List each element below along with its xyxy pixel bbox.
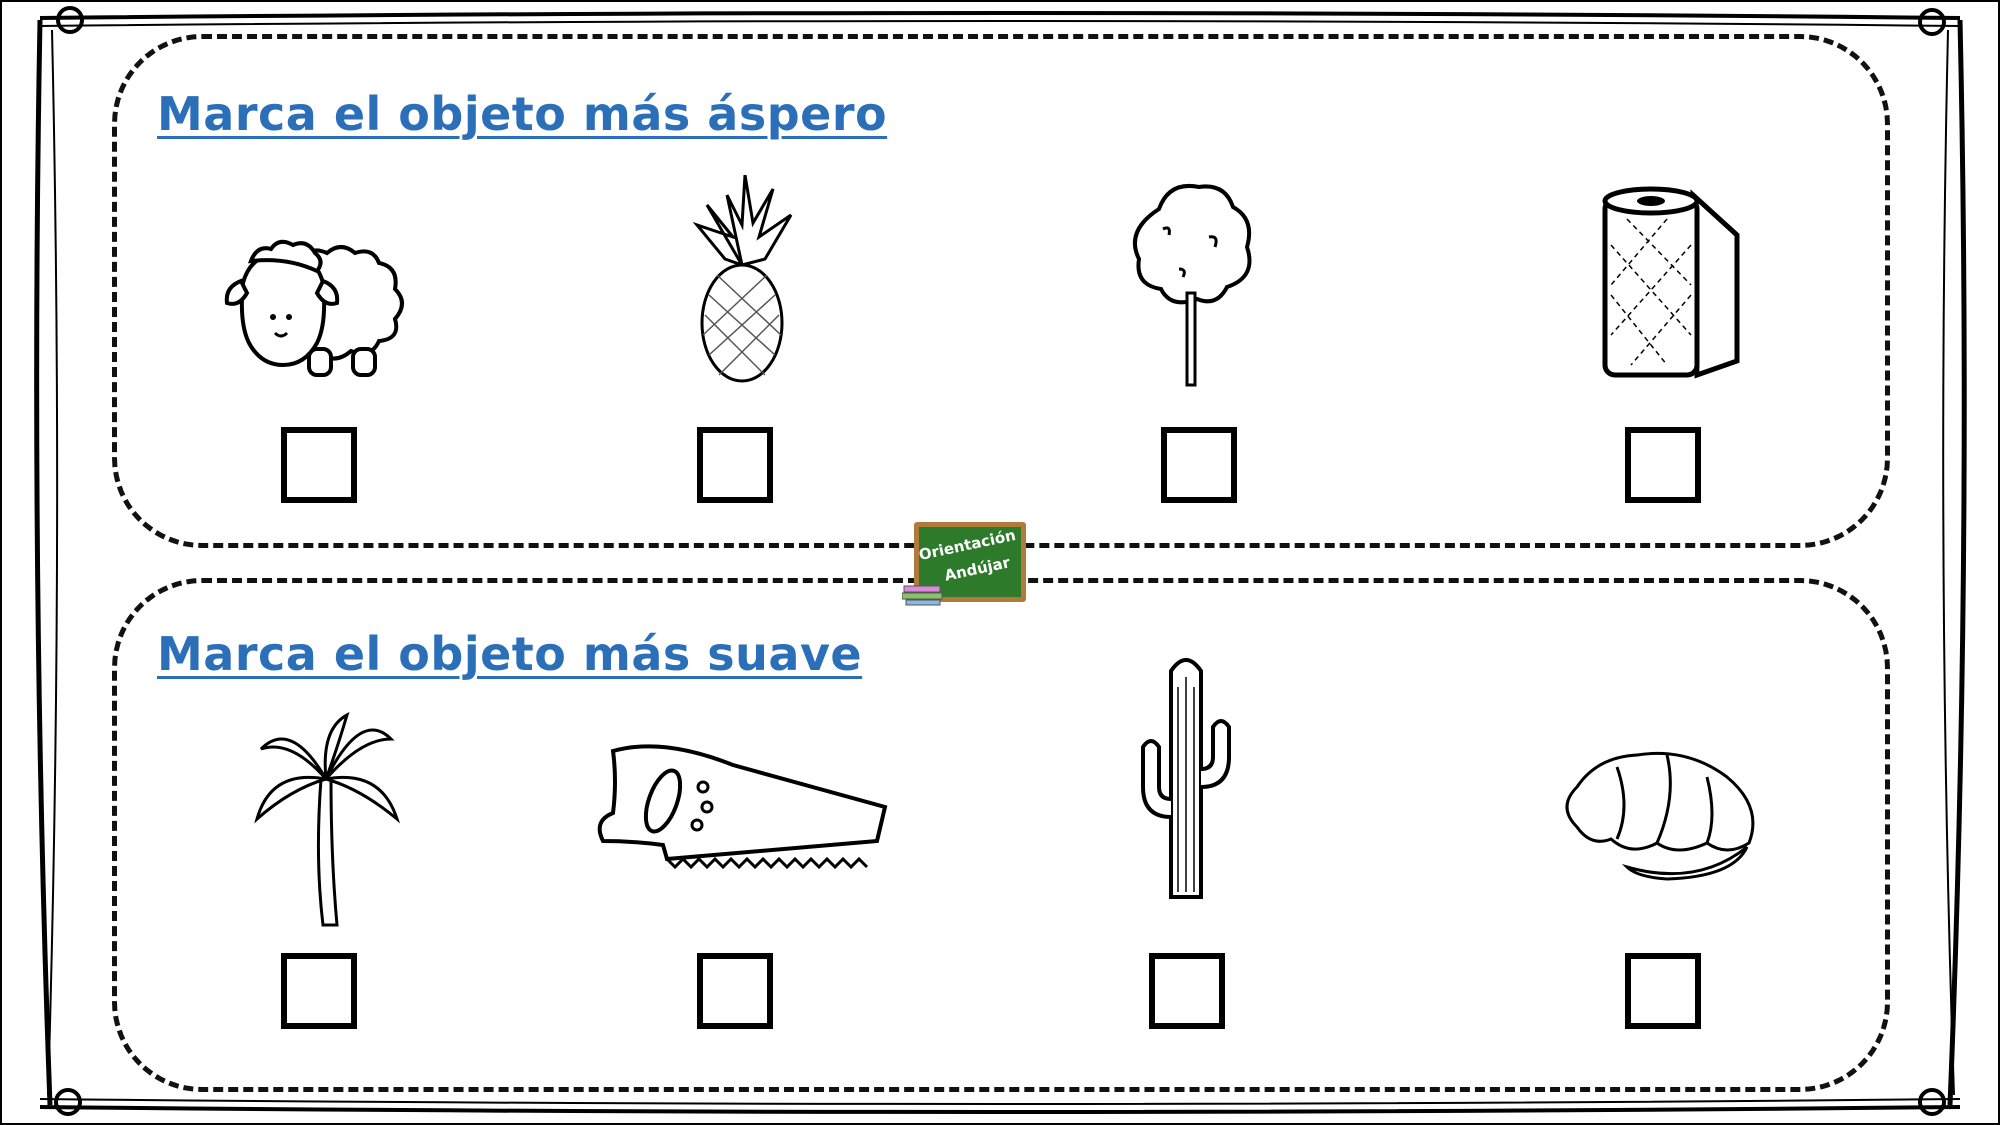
checkbox-cactus[interactable] — [1149, 953, 1225, 1029]
section-soft: Marca el objeto más suave — [112, 578, 1890, 1092]
checkbox-saw[interactable] — [697, 953, 773, 1029]
checkbox-pineapple[interactable] — [697, 427, 773, 503]
checkbox-paper-towel[interactable] — [1625, 427, 1701, 503]
palm-tree-icon — [251, 709, 401, 929]
saw-icon — [593, 741, 893, 871]
books-icon — [902, 585, 943, 606]
sheep-icon — [223, 221, 423, 391]
section-heading: Marca el objeto más suave — [157, 627, 863, 681]
cactus-icon — [1131, 647, 1241, 907]
checkbox-sheep[interactable] — [281, 427, 357, 503]
orientacion-andujar-logo: Orientación Andújar — [902, 522, 1026, 606]
section-rough: Marca el objeto más áspero — [112, 34, 1890, 548]
croissant-icon — [1557, 747, 1767, 887]
paper-towel-roll-icon — [1597, 185, 1747, 385]
cotton-candy-icon — [1129, 179, 1259, 389]
section-heading: Marca el objeto más áspero — [157, 87, 888, 141]
checkbox-palm-tree[interactable] — [281, 953, 357, 1029]
checkbox-cotton-candy[interactable] — [1161, 427, 1237, 503]
pineapple-icon — [687, 175, 797, 385]
checkbox-croissant[interactable] — [1625, 953, 1701, 1029]
